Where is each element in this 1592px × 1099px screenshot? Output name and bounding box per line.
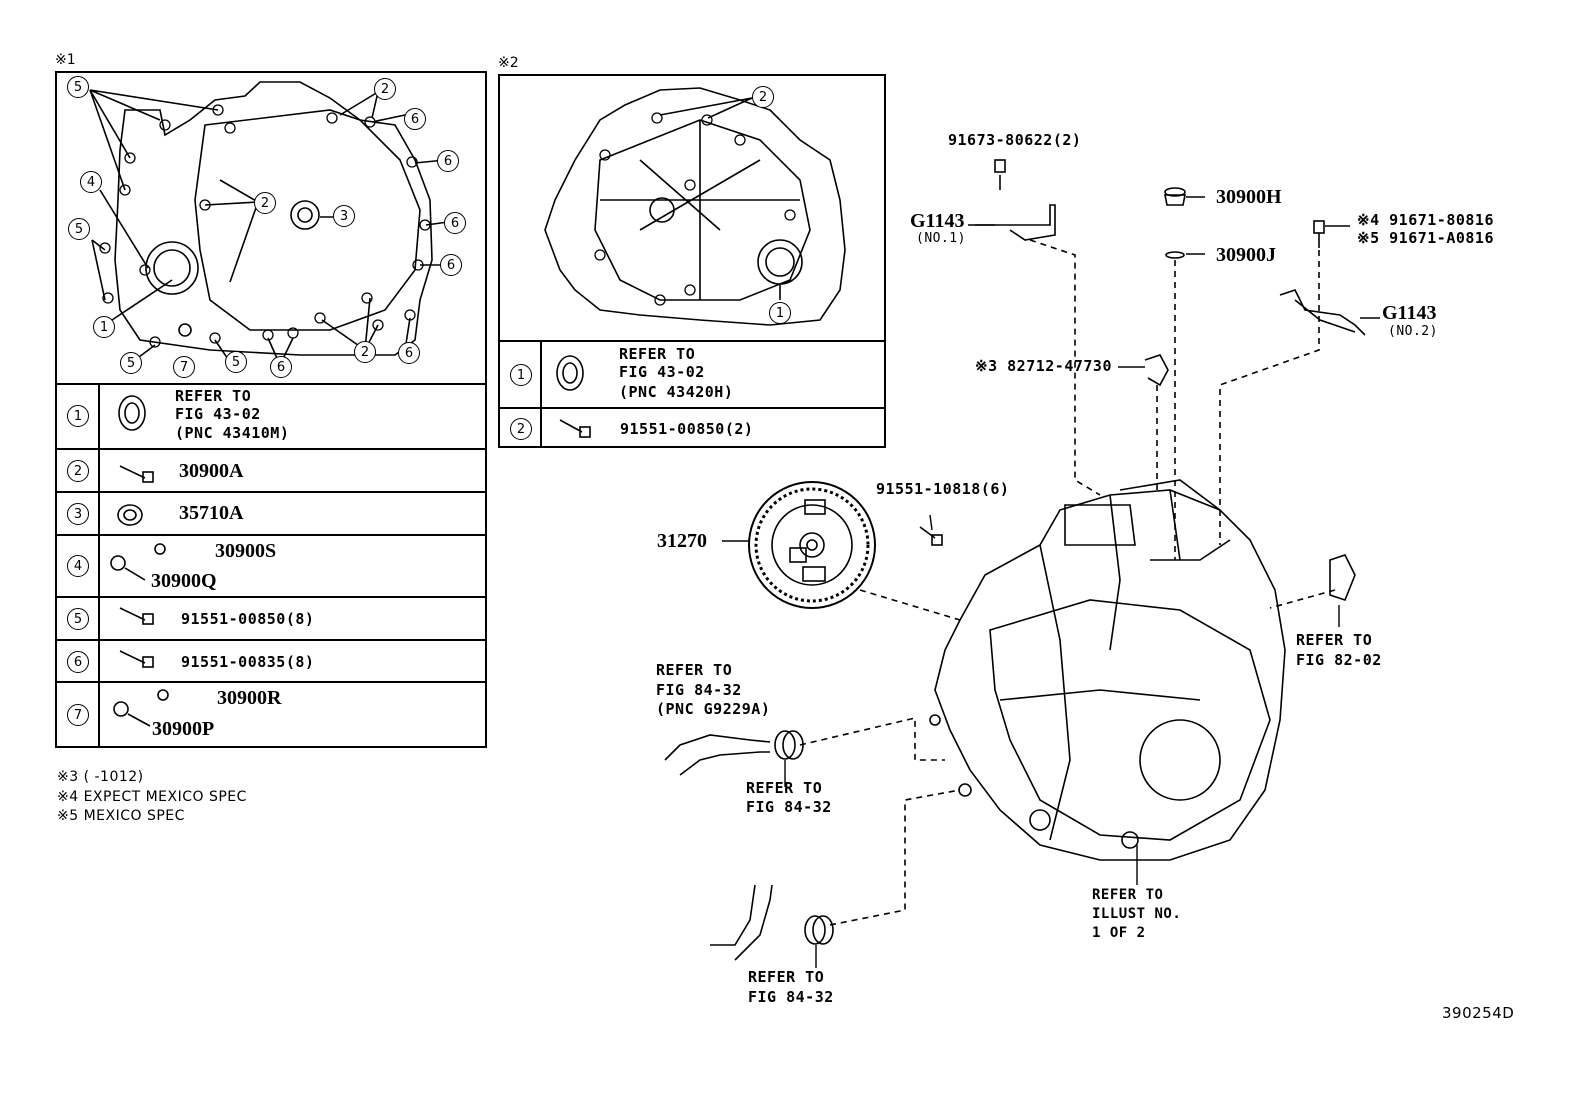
- label-30900J: 30900J: [1216, 244, 1276, 266]
- panel1-table-divider: [98, 383, 100, 748]
- case-housing-2-drawing: [544, 87, 846, 326]
- row-text: FIG 43-02: [175, 405, 261, 423]
- callout-3: 3: [333, 205, 355, 227]
- ref-clamp2-l2: FIG 84-32: [748, 988, 834, 1006]
- callout-4: 4: [80, 171, 102, 193]
- note-5: ※5 MEXICO SPEC: [57, 808, 185, 824]
- callout-7: 7: [173, 356, 195, 378]
- note-4: ※4 EXPECT MEXICO SPEC: [57, 789, 247, 805]
- callout-6: 6: [440, 254, 462, 276]
- ref-illust-l1: REFER TO: [1092, 887, 1164, 903]
- callout-2: 2: [354, 341, 376, 363]
- case-housing-drawing: [114, 81, 433, 356]
- part-number: 91551-00835(8): [181, 653, 315, 671]
- callout-5: 5: [120, 352, 142, 374]
- row-num: 1: [67, 405, 89, 427]
- ref-illust-l3: 1 OF 2: [1092, 925, 1146, 941]
- label-plate: 31270: [657, 530, 707, 552]
- table1-row-5: 5 91551-00850(8): [55, 596, 487, 639]
- callout-1: 1: [93, 316, 115, 338]
- table2-row-2: 2 91551-00850(2): [498, 407, 886, 448]
- part-number: 35710A: [179, 502, 244, 524]
- row-num: 1: [510, 364, 532, 386]
- callout-6: 6: [444, 212, 466, 234]
- callout-2: 2: [374, 78, 396, 100]
- panel1-frame: [55, 71, 487, 748]
- part-number: 91551-00850(2): [620, 420, 754, 438]
- part-number: 30900S: [215, 540, 277, 562]
- table1-row-1: 1 REFER TO FIG 43-02 (PNC 43410M): [55, 383, 487, 448]
- table1-row-4: 4 30900S 30900Q: [55, 534, 487, 596]
- table2-row-1: 1 REFER TO FIG 43-02 (PNC 43420H): [498, 340, 886, 407]
- ref-hose-l1: REFER TO: [656, 661, 733, 679]
- table1-row-2: 2 30900A: [55, 448, 487, 491]
- label-30900H: 30900H: [1216, 186, 1282, 208]
- label-g1143-no1-sub: (NO.1): [916, 231, 966, 246]
- table1-row-6: 6 91551-00835(8): [55, 639, 487, 681]
- label-opt4: ※4 91671-80816: [1357, 211, 1494, 229]
- callout-6: 6: [404, 108, 426, 130]
- row-num: 2: [510, 418, 532, 440]
- table-icons: [110, 355, 591, 727]
- table1-row-3: 3 35710A: [55, 491, 487, 534]
- label-bolt-plate: 91551-10818(6): [876, 480, 1010, 498]
- ref-clamp1-l1: REFER TO: [746, 779, 823, 797]
- transaxle-drawing: [934, 489, 1286, 861]
- row-text: (PNC 43420H): [619, 383, 734, 401]
- part-number: 30900R: [217, 687, 282, 709]
- ref-clamp2-l1: REFER TO: [748, 968, 825, 986]
- callout-6: 6: [270, 356, 292, 378]
- panel2-mark: ※2: [498, 55, 519, 71]
- row-text: REFER TO: [619, 345, 696, 363]
- label-g1143-no2-sub: (NO.2): [1388, 324, 1438, 339]
- row-num: 7: [67, 704, 89, 726]
- callout-2: 2: [254, 192, 276, 214]
- panel2-frame: [498, 74, 886, 448]
- part-number: 30900P: [152, 718, 215, 740]
- row-num: 4: [67, 555, 89, 577]
- row-num: 5: [67, 608, 89, 630]
- ref-clamp1-l2: FIG 84-32: [746, 798, 832, 816]
- row-num: 2: [67, 460, 89, 482]
- label-opt5: ※5 91671-A0816: [1357, 229, 1494, 247]
- panel2-table-divider: [540, 340, 542, 448]
- row-text: FIG 43-02: [619, 363, 705, 381]
- panel1-mark: ※1: [55, 52, 76, 68]
- callout-1: 1: [769, 302, 791, 324]
- note-3: ※3 ( -1012): [57, 769, 144, 785]
- row-num: 6: [67, 651, 89, 673]
- ref-82-02-l1: REFER TO: [1296, 631, 1373, 649]
- callout-5: 5: [68, 218, 90, 240]
- part-number: 30900Q: [151, 570, 217, 592]
- row-text: REFER TO: [175, 387, 252, 405]
- ref-hose-l2: FIG 84-32: [656, 681, 742, 699]
- ref-82-02-l2: FIG 82-02: [1296, 651, 1382, 669]
- part-number: 30900A: [179, 460, 244, 482]
- label-g1143-no2: G1143: [1382, 302, 1437, 324]
- part-number: 91551-00850(8): [181, 610, 315, 628]
- row-num: 3: [67, 503, 89, 525]
- callout-5: 5: [67, 76, 89, 98]
- row-text: (PNC 43410M): [175, 424, 290, 442]
- ref-hose-l3: (PNC G9229A): [656, 700, 771, 718]
- label-bolt-top: 91673-80622(2): [948, 131, 1082, 149]
- callout-2: 2: [752, 86, 774, 108]
- callout-6: 6: [437, 150, 459, 172]
- label-g1143-no1: G1143: [910, 210, 965, 232]
- callout-6: 6: [398, 342, 420, 364]
- label-clip: ※3 82712-47730: [975, 357, 1112, 375]
- illustration-code: 390254D: [1442, 1004, 1515, 1022]
- table1-row-7: 7 30900R 30900P: [55, 681, 487, 748]
- ref-illust-l2: ILLUST NO.: [1092, 906, 1182, 922]
- callout-5: 5: [225, 351, 247, 373]
